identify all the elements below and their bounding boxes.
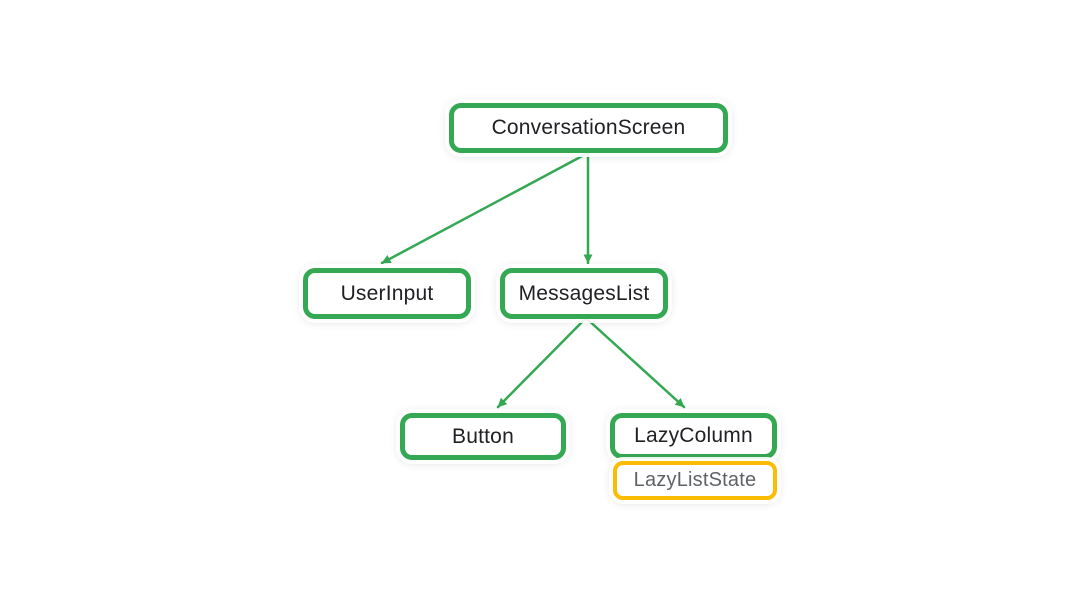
node-lazy-list-state: LazyListState: [613, 461, 777, 500]
node-user-input: UserInput: [303, 268, 471, 319]
node-conversation-screen: ConversationScreen: [449, 103, 728, 153]
node-label: MessagesList: [518, 281, 650, 305]
node-label: LazyColumn: [634, 424, 753, 447]
node-label: Button: [452, 424, 514, 448]
edge-conversationscreen-userinput: [380, 152, 588, 265]
node-label: UserInput: [340, 281, 434, 305]
node-button: Button: [400, 413, 566, 460]
edge-messageslist-button: [496, 316, 588, 409]
node-lazy-column: LazyColumn: [610, 413, 777, 459]
node-messages-list: MessagesList: [500, 268, 668, 319]
node-label: LazyListState: [633, 469, 757, 491]
edge-messageslist-lazycolumn: [584, 316, 686, 409]
node-label: ConversationScreen: [491, 116, 686, 139]
